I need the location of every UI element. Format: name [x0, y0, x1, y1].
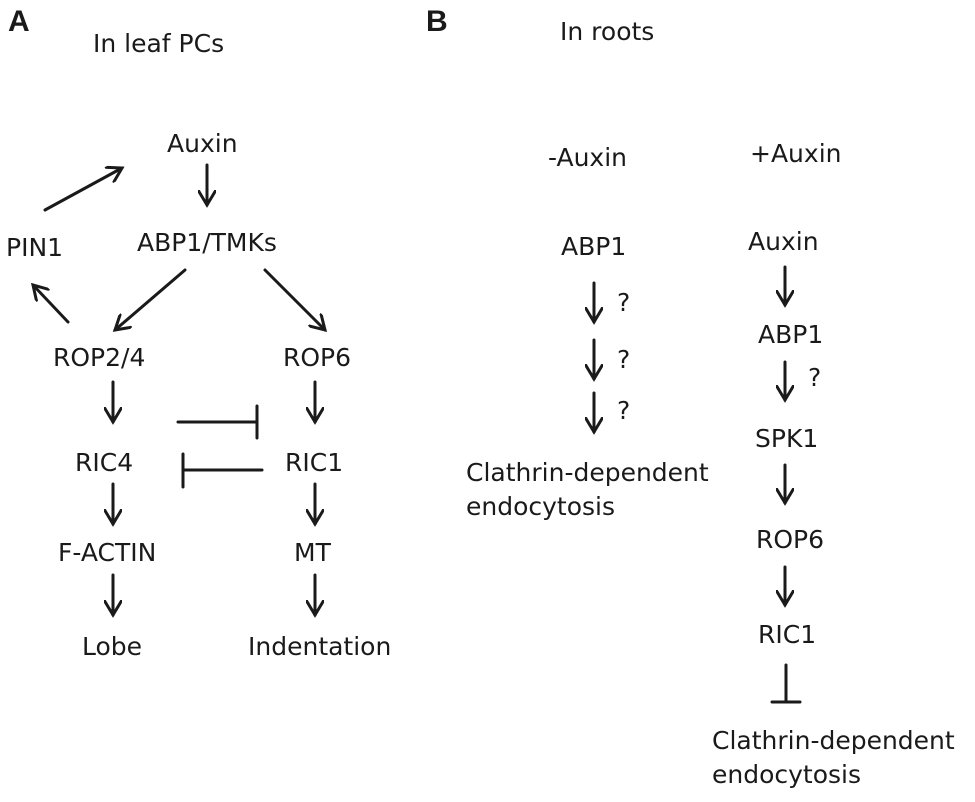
node-lobe: Lobe: [82, 632, 143, 661]
minus-auxin-question-3: ?: [617, 396, 631, 425]
minus-auxin-abp1: ABP1: [561, 232, 627, 261]
arrow-rop2-to-pin1: [33, 285, 70, 324]
node-ric4: RIC4: [75, 448, 134, 477]
minus-auxin-question-2: ?: [617, 345, 631, 374]
minus-auxin-question-1: ?: [617, 288, 631, 317]
panel-b-title: In roots: [560, 17, 655, 46]
node-rop2-4: ROP2/4: [53, 343, 146, 372]
node-mt: MT: [294, 538, 331, 567]
panel-b-letter: B: [426, 5, 448, 38]
arrow-abp1-to-rop6: [263, 268, 325, 330]
arrow-pin1-to-auxin: [43, 168, 122, 212]
plus-auxin-rop6: ROP6: [756, 525, 825, 554]
node-auxin: Auxin: [167, 129, 238, 158]
inhibit-ric1-to-ric4: [181, 452, 264, 489]
minus-auxin-endocytosis: Clathrin-dependent endocytosis: [466, 458, 709, 521]
panel-a-title: In leaf PCs: [93, 29, 225, 58]
plus-auxin-ric1: RIC1: [758, 620, 817, 649]
minus-auxin-header: -Auxin: [548, 143, 628, 172]
plus-auxin-spk1: SPK1: [755, 424, 819, 453]
arrow-abp1-to-rop2: [115, 268, 187, 330]
panel-a-letter: A: [8, 5, 30, 38]
plus-auxin-abp1: ABP1: [758, 320, 824, 349]
node-pin1: PIN1: [6, 233, 64, 262]
inhibit-ric4-to-ric1: [176, 404, 259, 440]
plus-auxin-header: +Auxin: [750, 139, 842, 168]
plus-auxin-endocytosis: Clathrin-dependent endocytosis: [712, 726, 955, 789]
node-f-actin: F-ACTIN: [58, 538, 157, 567]
node-ric1: RIC1: [285, 448, 344, 477]
plus-auxin-auxin: Auxin: [748, 227, 819, 256]
node-rop6: ROP6: [283, 343, 352, 372]
node-indentation: Indentation: [248, 632, 392, 661]
plus-auxin-question: ?: [808, 363, 822, 392]
inhibit-ric1-to-endocytosis: [770, 663, 802, 704]
node-abp1-tmks: ABP1/TMKs: [137, 228, 277, 257]
